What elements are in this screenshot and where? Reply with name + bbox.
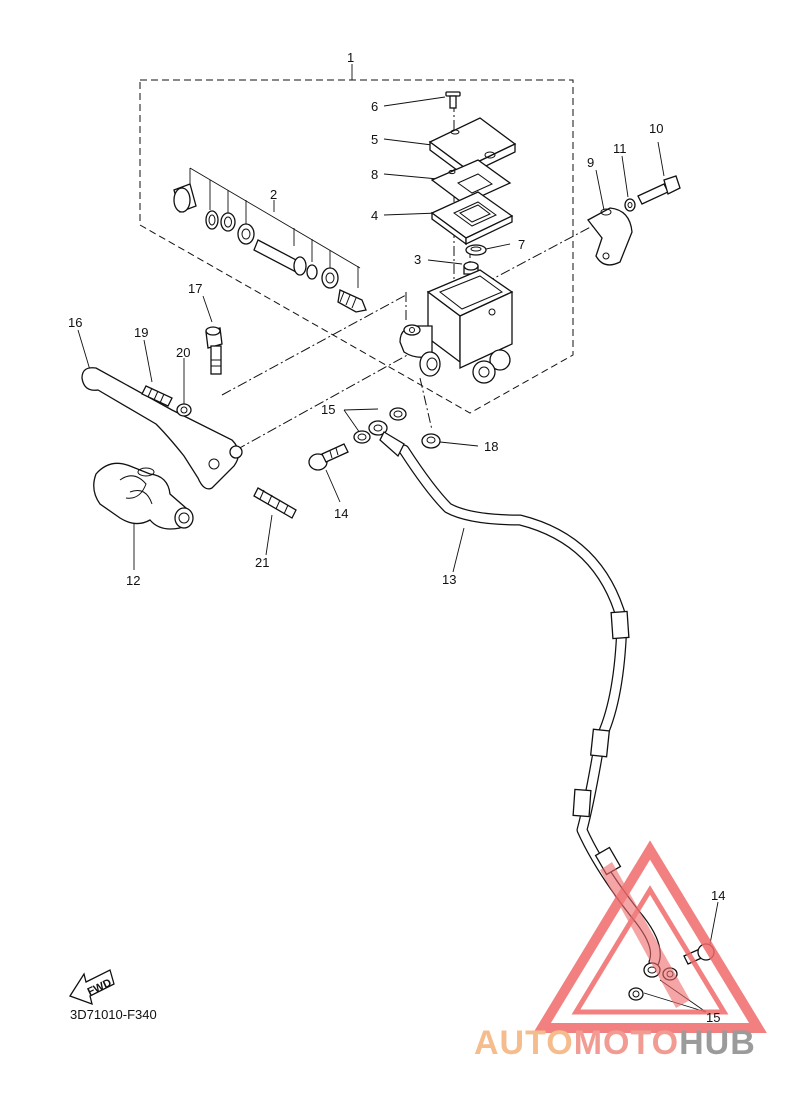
callout-15-upper: 15: [321, 402, 335, 417]
watermark-triangle-inner: [571, 885, 729, 1015]
watermark-logo: AUTOMOTOHUB: [474, 840, 767, 1062]
part-8-plate: [430, 159, 512, 205]
part-11-washer: [624, 198, 636, 212]
part-10-bolt: [637, 175, 681, 205]
leader-lines: [77, 64, 719, 1013]
fwd-arrow: FWD: [69, 969, 115, 1006]
callout-5: 5: [371, 132, 378, 147]
watermark-triangle-mark: [600, 862, 690, 1008]
part-16-lever: [81, 367, 243, 490]
callout-labels: 1 6 5 8 4 2 7 3 9 11 10 17 16 19 20 15 1…: [68, 50, 725, 903]
part-6-screw: [445, 91, 461, 109]
part-4-diaphragm: [430, 191, 514, 246]
callout-3: 3: [414, 252, 421, 267]
part-2-piston-kit: [173, 183, 367, 313]
drawing-code: 3D71010-F340: [70, 1007, 157, 1022]
callout-13: 13: [442, 572, 456, 587]
watermark-text-moto: MOTO: [574, 1024, 679, 1062]
callout-7: 7: [518, 237, 525, 252]
callout-16: 16: [68, 315, 82, 330]
callout-11: 11: [613, 141, 627, 156]
part-15-washers-upper: [353, 407, 407, 444]
part-18-nut: [421, 433, 441, 449]
callout-10: 10: [649, 121, 663, 136]
part-17-pin: [205, 326, 223, 375]
watermark-text-hub: HUB: [679, 1024, 756, 1062]
callout-17: 17: [188, 281, 202, 296]
callout-2: 2: [270, 187, 277, 202]
watermark-triangle-outer: [533, 840, 767, 1033]
part-9-holder: [587, 207, 633, 266]
callout-21: 21: [255, 555, 269, 570]
alignment-lines: [221, 102, 601, 451]
callout-4: 4: [371, 208, 378, 223]
part-21-spring: [253, 487, 297, 519]
callout-9: 9: [587, 155, 594, 170]
callout-14-upper: 14: [334, 506, 348, 521]
part-3-boot: [463, 261, 479, 275]
callout-19: 19: [134, 325, 148, 340]
part-14-bolt-upper: [308, 443, 349, 471]
part-5-cap: [428, 117, 517, 178]
watermark-text-auto: AUTO: [474, 1024, 574, 1062]
callout-14-lower: 14: [711, 888, 725, 903]
part-7-protector: [465, 244, 487, 256]
svg-text:AUTOMOTOHUB: AUTOMOTOHUB: [474, 1024, 756, 1062]
callout-15-lower: 15: [706, 1010, 720, 1025]
callout-12: 12: [126, 573, 140, 588]
master-cylinder-body: [399, 269, 514, 384]
callout-6: 6: [371, 99, 378, 114]
callout-20: 20: [176, 345, 190, 360]
part-19-bolt: [141, 385, 173, 407]
part-12-switch: [93, 462, 194, 530]
callout-1: 1: [347, 50, 354, 65]
callout-8: 8: [371, 167, 378, 182]
part-20-nut: [176, 403, 192, 417]
callout-18: 18: [484, 439, 498, 454]
